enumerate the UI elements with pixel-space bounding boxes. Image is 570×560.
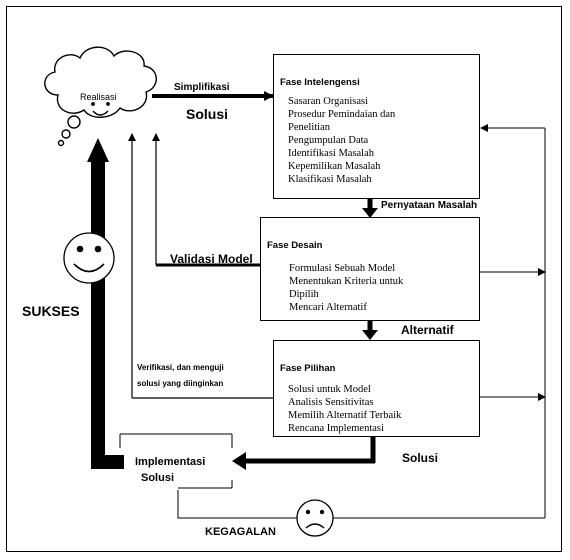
list-item: Pengumpulan Data — [288, 135, 369, 146]
implementasi-line-2: Solusi — [141, 472, 175, 484]
sukses-arrow — [87, 138, 124, 469]
verifikasi-line-2: solusi yang diinginkan — [137, 379, 224, 388]
phase-title-pilihan: Fase Pilihan — [280, 363, 336, 374]
thought-cloud-icon — [44, 46, 157, 147]
alternatif-label: Alternatif — [401, 323, 454, 337]
validasi-model-label: Validasi Model — [170, 252, 253, 266]
pernyataan-masalah-label: Pernyataan Masalah — [381, 200, 478, 211]
list-item: Analisis Sensitivitas — [288, 397, 374, 408]
implementasi-bracket — [119, 433, 233, 489]
list-item: Dipilih — [289, 289, 319, 300]
solusi-arrow-bottom — [232, 436, 376, 470]
phase-items-desain: Formulasi Sebuah Model Menentukan Kriter… — [289, 262, 403, 314]
list-item: Prosedur Pemindaian dan — [288, 109, 396, 120]
down-arrow-2 — [362, 320, 378, 340]
verifikasi-line-1: Verifikasi, dan menguji — [137, 363, 224, 372]
phase-box-pilihan: Fase Pilihan Solusi untuk Model Analisis… — [273, 340, 480, 437]
list-item: Mencari Alternatif — [289, 302, 367, 313]
list-item: Menentukan Kriteria untuk — [289, 276, 404, 287]
kegagalan-label: KEGAGALAN — [205, 526, 276, 538]
happy-face-icon — [63, 232, 115, 284]
list-item: Memilih Alternatif Terbaik — [288, 410, 402, 421]
verifikasi-label: Verifikasi, dan menguji solusi yang diin… — [137, 360, 224, 392]
list-item: Formulasi Sebuah Model — [289, 263, 396, 274]
diagram-frame — [6, 6, 562, 552]
phase-box-desain: Fase Desain Formulasi Sebuah Model Menen… — [260, 217, 480, 321]
list-item: Identifikasi Masalah — [288, 148, 375, 159]
list-item: Solusi untuk Model — [288, 384, 371, 395]
implementasi-solusi-label: Implementasi Solusi — [135, 454, 205, 486]
list-item: Klasifikasi Masalah — [288, 174, 372, 185]
simplifikasi-label: Simplifikasi — [174, 82, 230, 93]
validasi-feedback-line — [152, 133, 260, 267]
list-item: Sasaran Organisasi — [288, 96, 368, 107]
sukses-label: SUKSES — [22, 303, 80, 319]
phase-title-desain: Fase Desain — [267, 240, 323, 251]
cloud-label: Realisasi — [80, 92, 117, 102]
kegagalan-line — [177, 490, 545, 519]
solusi-top-label: Solusi — [186, 106, 229, 122]
sad-face-icon — [296, 499, 334, 537]
list-item: Kepemilikan Masalah — [288, 161, 381, 172]
phase-items-intelegensi: Sasaran Organisasi Prosedur Pemindaian d… — [288, 95, 395, 186]
phase-box-intelegensi: Fase Intelengensi Sasaran Organisasi Pro… — [273, 54, 480, 199]
solusi-bottom-label: Solusi — [402, 451, 439, 465]
phase-title-intelegensi: Fase Intelengensi — [280, 77, 360, 88]
list-item: Penelitian — [288, 122, 330, 133]
implementasi-line-1: Implementasi — [135, 456, 206, 468]
phase-items-pilihan: Solusi untuk Model Analisis Sensitivitas… — [288, 383, 401, 435]
list-item: Rencana Implementasi — [288, 423, 384, 434]
verifikasi-feedback-line — [128, 133, 273, 399]
down-arrow-1 — [362, 197, 378, 218]
